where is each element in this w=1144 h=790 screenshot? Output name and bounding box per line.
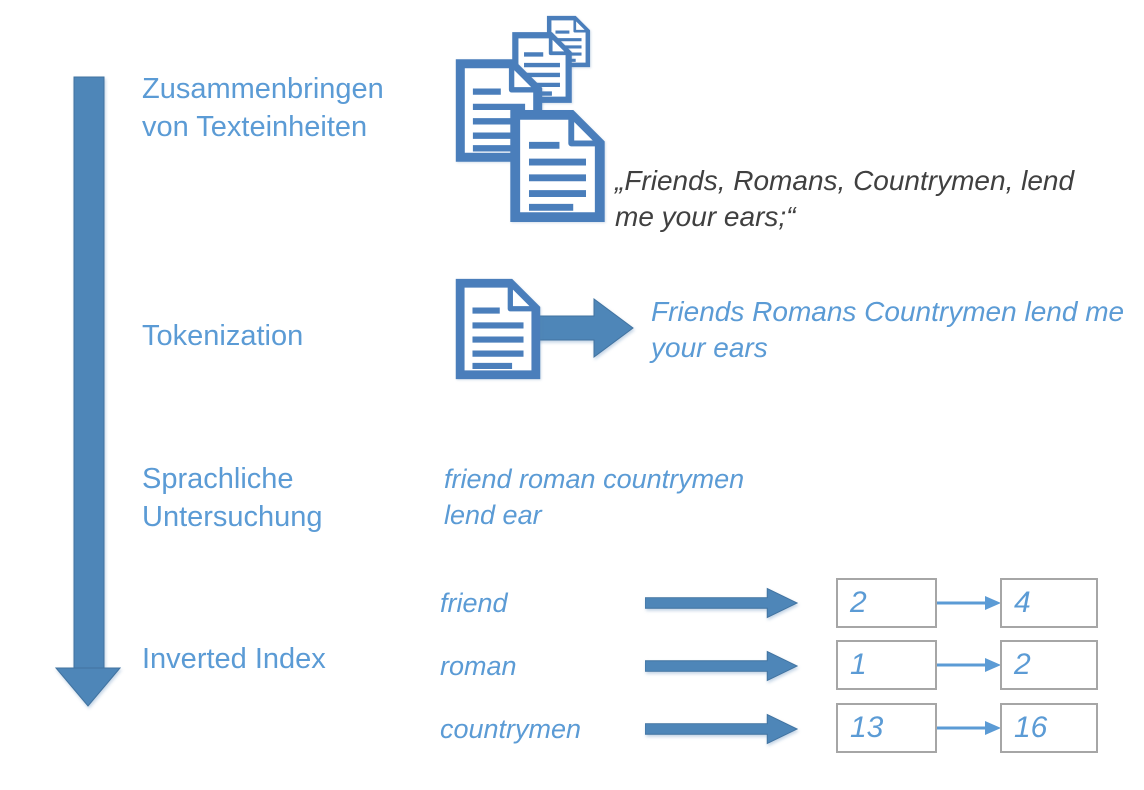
posting-value: 1 bbox=[850, 648, 867, 681]
step-label-linguistic: Sprachliche Untersuchung bbox=[142, 463, 323, 533]
index-term: friend bbox=[440, 588, 508, 618]
arrow-right-icon bbox=[645, 587, 799, 619]
tokenized-text: Friends Romans Countrymen lend me your e… bbox=[651, 296, 1125, 363]
posting-box: 1 bbox=[836, 640, 937, 690]
index-term: countrymen bbox=[440, 714, 582, 744]
quote-text: „Friends, Romans, Countrymen, lend me yo… bbox=[615, 165, 1075, 232]
step-label-tokenization: Tokenization bbox=[142, 320, 304, 352]
posting-value: 4 bbox=[1014, 586, 1031, 619]
posting-box: 2 bbox=[836, 578, 937, 628]
posting-value: 13 bbox=[850, 711, 884, 744]
arrow-down-icon bbox=[55, 76, 121, 707]
posting-box: 16 bbox=[1000, 703, 1098, 753]
posting-box: 2 bbox=[1000, 640, 1098, 690]
arrow-right-icon bbox=[532, 297, 636, 359]
arrow-right-icon bbox=[937, 720, 1001, 736]
linguistic-output-text: friend roman countrymen lend ear bbox=[444, 464, 745, 530]
arrow-right-icon bbox=[645, 713, 799, 745]
posting-box: 13 bbox=[836, 703, 937, 753]
posting-value: 16 bbox=[1014, 711, 1048, 744]
posting-box: 4 bbox=[1000, 578, 1098, 628]
posting-value: 2 bbox=[1014, 648, 1031, 681]
document-icon bbox=[507, 108, 608, 224]
arrow-right-icon bbox=[937, 657, 1001, 673]
step-label-collect: Zusammenbringen von Texteinheiten bbox=[142, 73, 384, 143]
index-term: roman bbox=[440, 651, 517, 681]
document-icon bbox=[454, 276, 542, 382]
posting-value: 2 bbox=[850, 586, 867, 619]
arrow-right-icon bbox=[645, 650, 799, 682]
step-label-inverted-index: Inverted Index bbox=[142, 643, 326, 675]
arrow-right-icon bbox=[937, 595, 1001, 611]
